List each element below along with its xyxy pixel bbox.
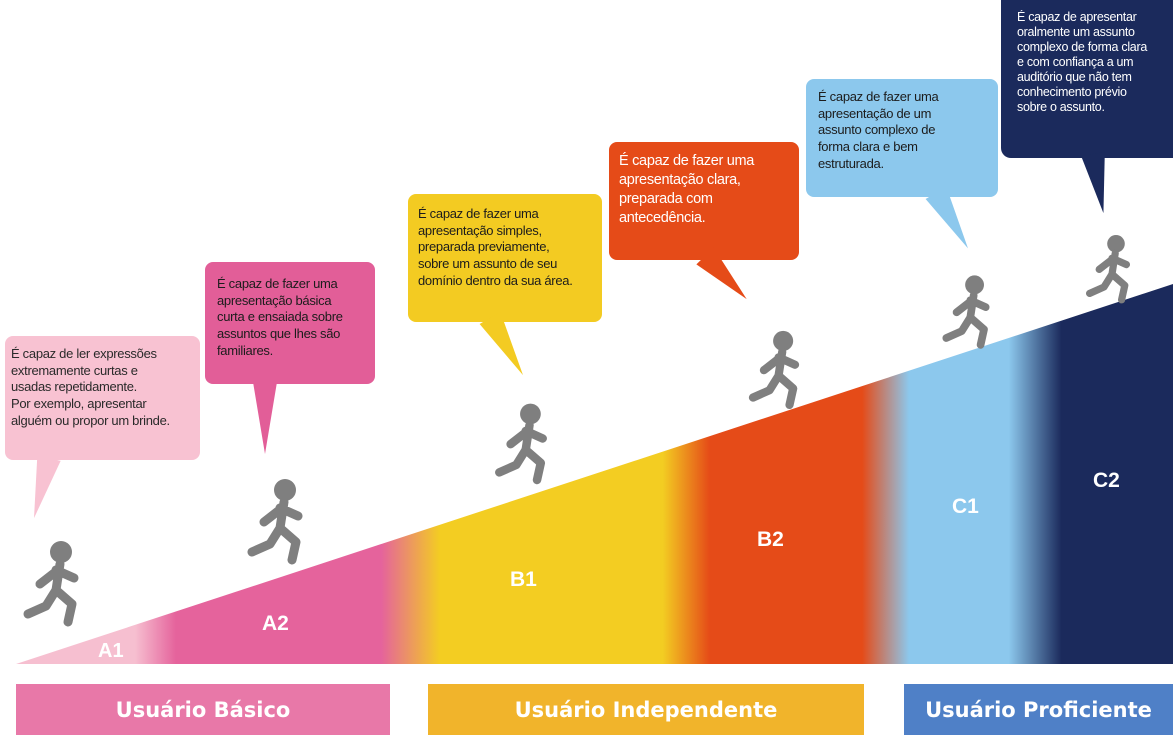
bubble-c2-text: É capaz de apresentar oralmente um assun… [1017, 10, 1147, 114]
runner-icon [495, 403, 547, 485]
bubble-a2-text: É capaz de fazer uma apresentação básica… [217, 276, 343, 358]
bubble-a1: É capaz de ler expressões extremamente c… [5, 336, 200, 522]
runner-icon [247, 479, 303, 565]
bubble-b1: É capaz de fazer uma apresentação simple… [408, 194, 602, 382]
level-label-c1: C1 [952, 495, 979, 518]
runner-icon [942, 275, 990, 349]
runner-icon [1086, 235, 1130, 304]
level-label-b1: B1 [510, 568, 537, 591]
bubble-b1-text: É capaz de fazer uma apresentação simple… [418, 206, 573, 288]
bubble-c2: É capaz de apresentar oralmente um assun… [1001, 0, 1173, 216]
group-label-proficiente: Usuário Proficiente [925, 697, 1152, 722]
level-label-b2: B2 [757, 528, 784, 551]
level-label-c2: C2 [1093, 469, 1120, 492]
level-label-a1: A1 [98, 640, 124, 662]
bubble-a1-text: É capaz de ler expressões extremamente c… [11, 346, 170, 428]
group-bar-independente: Usuário Independente [428, 684, 864, 735]
bubble-b2: É capaz de fazer uma apresentação clara,… [609, 142, 799, 308]
runner-icon [748, 330, 800, 409]
bubble-a2: É capaz de fazer uma apresentação básica… [205, 262, 375, 454]
level-label-a2: A2 [262, 612, 289, 635]
bubble-c1: É capaz de fazer uma apresentação de um … [806, 79, 998, 255]
bubble-b2-text: É capaz de fazer uma apresentação clara,… [619, 153, 755, 226]
bubble-c1-text: É capaz de fazer uma apresentação de um … [818, 89, 939, 171]
ramp-wedge [16, 284, 1173, 664]
bubble-a2-tail [253, 382, 277, 454]
group-bar-basico: Usuário Básico [16, 684, 390, 735]
group-label-basico: Usuário Básico [115, 697, 291, 722]
runner-icon [23, 541, 79, 627]
group-bar-proficiente: Usuário Proficiente [904, 684, 1173, 735]
group-label-independente: Usuário Independente [514, 697, 778, 722]
